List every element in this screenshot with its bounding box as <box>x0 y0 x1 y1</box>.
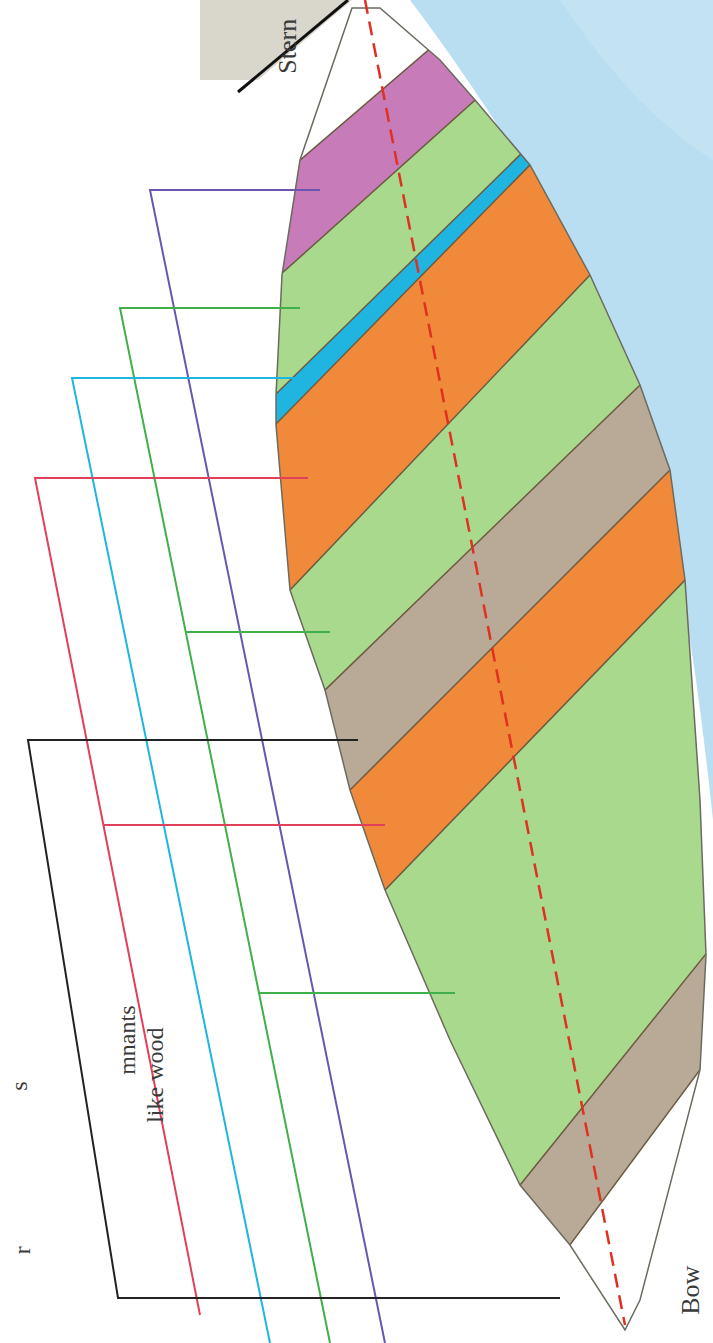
leader-line <box>28 740 560 1298</box>
leader-line <box>150 190 385 1343</box>
leader-line <box>186 631 330 633</box>
part-label: r <box>9 1244 35 1256</box>
hull-bands <box>200 0 713 1343</box>
band <box>200 503 713 1343</box>
part-label: s <box>7 1079 33 1092</box>
leader-line <box>259 992 455 994</box>
leader-line <box>72 378 300 1343</box>
water-area <box>560 0 713 160</box>
land-area <box>200 0 352 80</box>
part-label: like wood <box>143 1025 169 1124</box>
part-label: Bow <box>678 1263 707 1316</box>
band <box>200 887 713 1343</box>
part-label: mnants <box>115 1003 141 1076</box>
part-label: Stern <box>274 17 303 76</box>
leader-line <box>35 478 308 1315</box>
leader-lines <box>28 190 560 1343</box>
leader-line <box>103 824 385 826</box>
hull-outline <box>276 8 706 1330</box>
keel-line <box>365 0 625 1325</box>
